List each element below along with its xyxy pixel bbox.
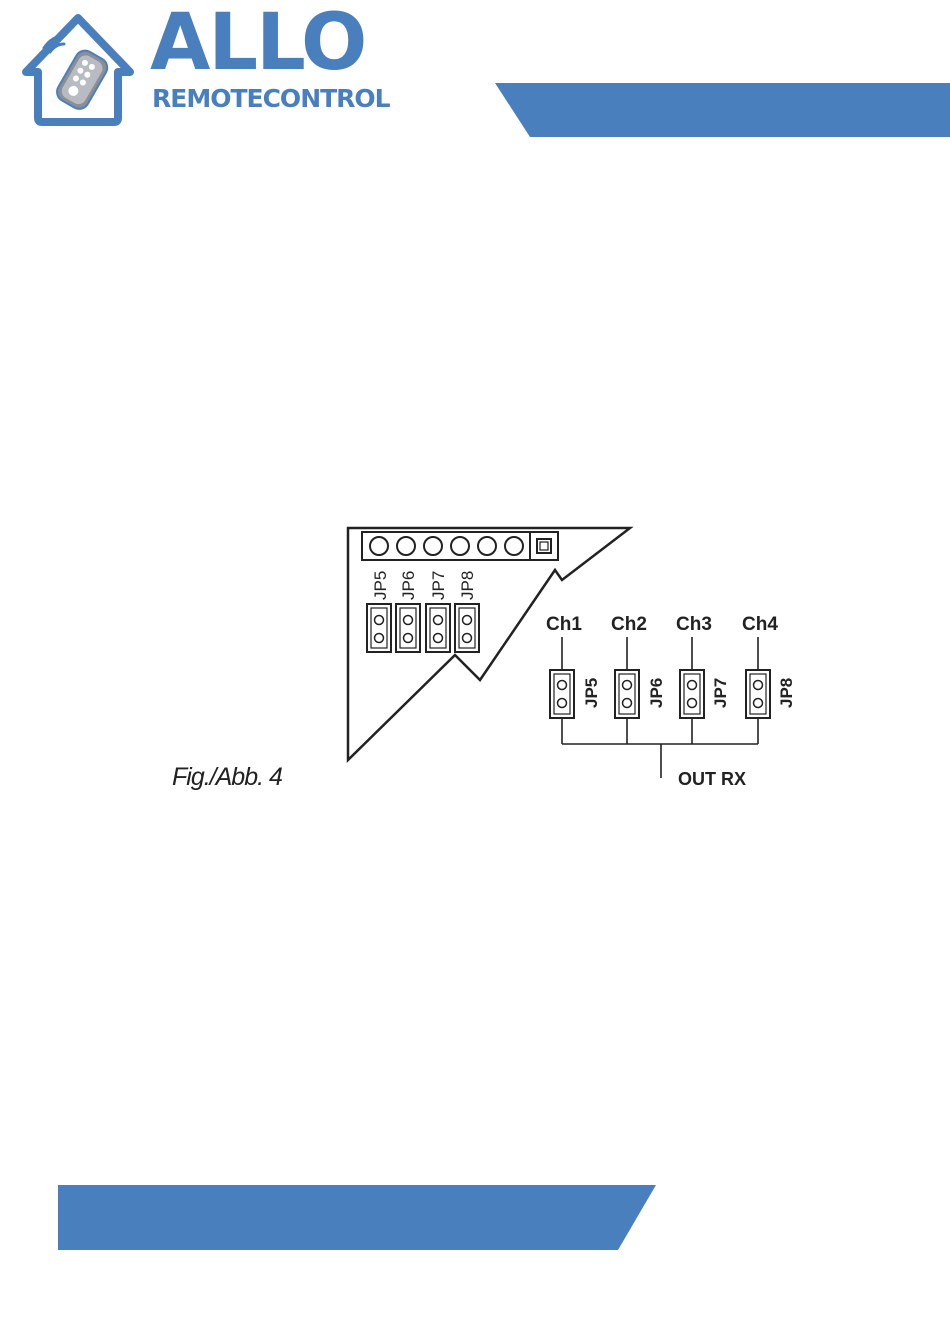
brand-logo: ALLO REMOTECONTROL	[18, 10, 398, 130]
channel-jumper-label-jp7: JP7	[711, 678, 730, 708]
channel-label-ch3: Ch3	[676, 614, 712, 635]
channel-jumper-label-jp8: JP8	[777, 678, 796, 708]
board-label-jp6: JP6	[399, 571, 418, 600]
figure-caption: Fig./Abb. 4	[172, 763, 282, 792]
channel-label-ch4: Ch4	[742, 614, 778, 635]
channel-jumper-jp7	[680, 670, 704, 718]
channel-jumper-jp6	[615, 670, 639, 718]
channel-jumper-label-jp6: JP6	[647, 678, 666, 708]
output-label: OUT RX	[678, 769, 746, 789]
channel-labels: Ch1 Ch2 Ch3 Ch4	[546, 614, 778, 635]
bottom-banner	[0, 1175, 700, 1265]
house-remote-icon	[18, 10, 138, 130]
board-label-jp5: JP5	[371, 571, 390, 600]
board-label-jp8: JP8	[458, 571, 477, 600]
channel-jumper-jp5	[550, 670, 574, 718]
brand-subtitle: REMOTECONTROL	[152, 86, 390, 111]
channel-jumper-label-jp5: JP5	[582, 678, 601, 708]
board-label-jp7: JP7	[429, 571, 448, 600]
channel-label-ch1: Ch1	[546, 614, 582, 635]
channel-leads	[562, 637, 758, 670]
brand-name: ALLO	[150, 4, 365, 82]
channel-jumper-jp8	[746, 670, 770, 718]
channel-label-ch2: Ch2	[611, 614, 647, 635]
